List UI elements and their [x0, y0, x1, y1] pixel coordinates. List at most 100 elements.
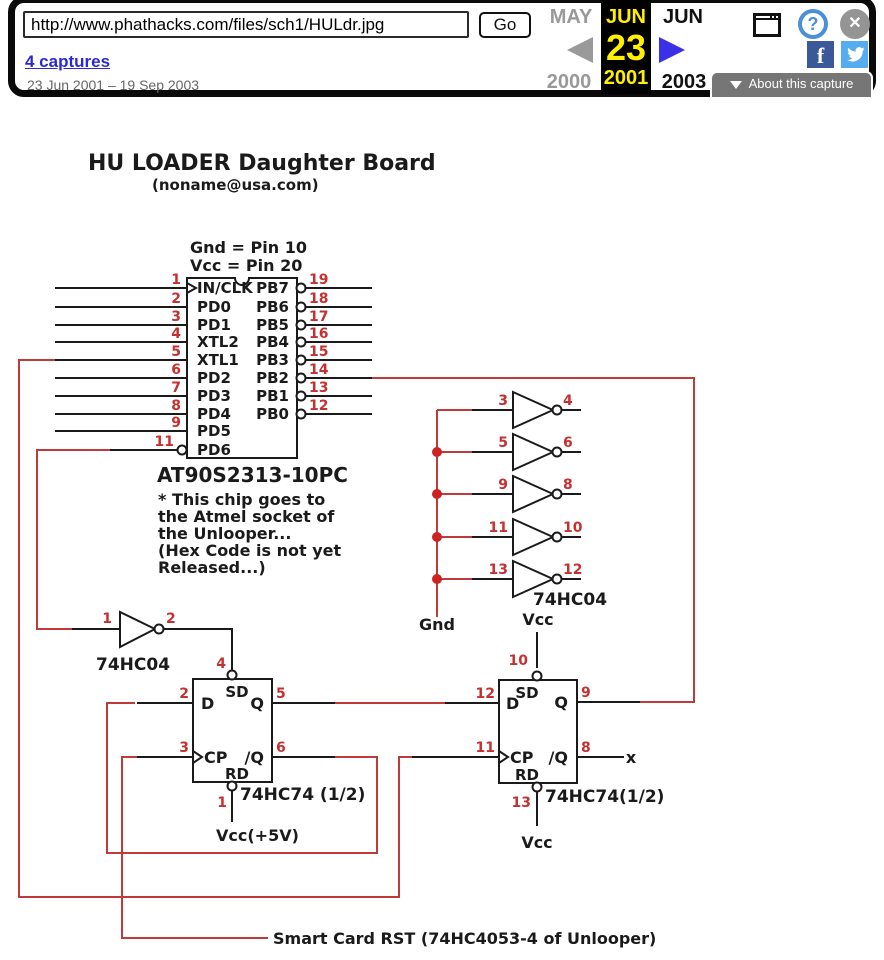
- gnd-label: Gnd: [419, 615, 455, 634]
- ff-label: 74HC74(1/2): [545, 787, 664, 807]
- ff-port-label: RD: [225, 765, 249, 783]
- flipflop-74hc74-right: SD D Q CP /Q RD 12 11 10 9 8 13 74HC74(1…: [412, 610, 664, 852]
- pin-number: 8: [563, 477, 573, 493]
- mcu-at90s2313: 1 2 3 4 5 6 7 8 9 11 IN/CLK PD0 PD1 XTL2…: [55, 272, 372, 577]
- twitter-bird-icon: [847, 47, 865, 62]
- inverter-gate: 5 6: [472, 432, 581, 472]
- pin-number: 2: [171, 291, 181, 307]
- chip-note-2: the Atmel socket of: [158, 507, 335, 526]
- pin-number: 5: [171, 344, 181, 360]
- pin-number: 5: [498, 435, 508, 451]
- flipflop-74hc74-left: SD D Q CP /Q RD 2 3 4 5 6 1 74HC74 (1/2)…: [137, 656, 365, 845]
- pin-label: PB2: [256, 369, 289, 387]
- ff-port-label: CP: [204, 748, 228, 767]
- pin-number: 7: [171, 380, 181, 396]
- pin-number: 17: [309, 309, 328, 325]
- facebook-icon[interactable]: f: [807, 41, 834, 68]
- schematic-title: HU LOADER Daughter Board: [88, 151, 436, 176]
- ff-port-label: D: [506, 694, 519, 713]
- pin-label: PB0: [256, 405, 289, 423]
- pin-number: 2: [179, 686, 189, 702]
- chip-note-red-1: (Hex Code is not yet: [158, 541, 342, 560]
- schematic-subtitle: (noname@usa.com): [152, 176, 319, 194]
- pin-label: PB6: [256, 298, 289, 316]
- pin-number: 10: [563, 520, 583, 536]
- red-wires: [18, 359, 695, 939]
- prev-capture-arrow-icon[interactable]: [567, 37, 593, 63]
- bottom-note: Smart Card RST (74HC4053-4 of Unlooper): [273, 929, 656, 948]
- pin-number: 1: [102, 611, 112, 627]
- twitter-icon[interactable]: [841, 41, 868, 68]
- pin-label: XTL2: [197, 333, 239, 351]
- ff-port-label: CP: [510, 748, 534, 767]
- inverter-label: 74HC04: [96, 655, 170, 675]
- inverter-gate: 3 4: [472, 390, 581, 430]
- pin-number: 2: [166, 611, 176, 627]
- pin-number: 14: [309, 362, 329, 378]
- pin-number: 10: [509, 653, 529, 669]
- inverter-74hc04-left: 1 2 74HC04: [72, 610, 233, 675]
- pin-number: 3: [179, 740, 189, 756]
- current-year-label: 2001: [603, 67, 649, 89]
- hex-inverter-label: 74HC04: [533, 590, 607, 610]
- pin-number: 9: [581, 685, 591, 701]
- chevron-down-icon: [729, 80, 742, 89]
- inverter-gate: 11 10: [472, 517, 583, 557]
- help-icon[interactable]: ?: [798, 9, 828, 39]
- captures-link[interactable]: 4 captures: [25, 52, 111, 71]
- current-day-label: 23: [605, 27, 647, 68]
- ff-port-label: Q: [554, 693, 568, 712]
- close-icon[interactable]: ✕: [840, 9, 870, 39]
- pin-label: PB7: [256, 279, 289, 297]
- window-icon[interactable]: [753, 13, 781, 37]
- pin-number: 3: [498, 393, 508, 409]
- current-capture-column: JUN 23 2001: [601, 0, 651, 94]
- ff-label: 74HC74 (1/2): [240, 785, 365, 805]
- wayback-toolbar: Go 4 captures 23 Jun 2001 – 19 Sep 2003 …: [8, 0, 876, 97]
- next-month-label: JUN: [662, 6, 703, 28]
- url-input[interactable]: [23, 11, 469, 38]
- current-month-label: JUN: [605, 6, 646, 28]
- ff-port-label: D: [201, 694, 214, 713]
- pin-number: 18: [309, 291, 328, 307]
- circuit-schematic: HU LOADER Daughter Board (noname@usa.com…: [18, 151, 695, 948]
- pin-label: PD4: [197, 405, 231, 423]
- pin-number: 12: [309, 398, 328, 414]
- next-capture-arrow-icon[interactable]: [659, 37, 685, 63]
- vcc-pin-note: Vcc = Pin 20: [190, 256, 302, 275]
- pin-label: PB1: [256, 387, 289, 405]
- pin-number: 9: [171, 415, 181, 431]
- pin-number: 3: [171, 309, 181, 325]
- pin-number: 6: [563, 435, 573, 451]
- pin-label: PB3: [256, 351, 289, 369]
- pin-number: 6: [171, 362, 181, 378]
- pin-label: PD1: [197, 316, 231, 334]
- vcc-label: Vcc(+5V): [216, 826, 299, 845]
- pin-number: 1: [171, 272, 181, 288]
- pin-number: 12: [476, 686, 495, 702]
- pin-label: PB4: [256, 333, 289, 351]
- pin-number: 4: [171, 326, 181, 342]
- pin-number: 11: [476, 740, 495, 756]
- ff-port-label: SD: [515, 684, 538, 702]
- go-button[interactable]: Go: [479, 12, 531, 38]
- prev-year-label[interactable]: 2000: [546, 71, 592, 93]
- pin-label: IN/CLK: [197, 279, 254, 297]
- pin-number: 13: [309, 380, 328, 396]
- pin-number: 13: [489, 562, 508, 578]
- pin-number: 6: [276, 740, 286, 756]
- chip-note-3: the Unlooper...: [158, 524, 291, 543]
- next-year-label[interactable]: 2003: [661, 71, 707, 93]
- pin-number: 8: [581, 740, 591, 756]
- pin-number: 11: [155, 434, 174, 450]
- ff-port-label: /Q: [245, 748, 264, 767]
- ff-port-label: SD: [225, 683, 248, 701]
- pin-number: 1: [217, 795, 227, 811]
- about-this-capture-button[interactable]: About this capture: [710, 71, 873, 97]
- pin-number: 12: [563, 562, 582, 578]
- prev-month-label: MAY: [549, 6, 593, 28]
- pin-number: 8: [171, 398, 181, 414]
- hex-inverter-bank-74hc04: 3 4 5 6 9 8 11 10 13 12 74HC04 Gnd: [419, 390, 607, 634]
- not-connected-marker: x: [626, 748, 637, 767]
- inverter-gate: 13 12: [472, 559, 582, 599]
